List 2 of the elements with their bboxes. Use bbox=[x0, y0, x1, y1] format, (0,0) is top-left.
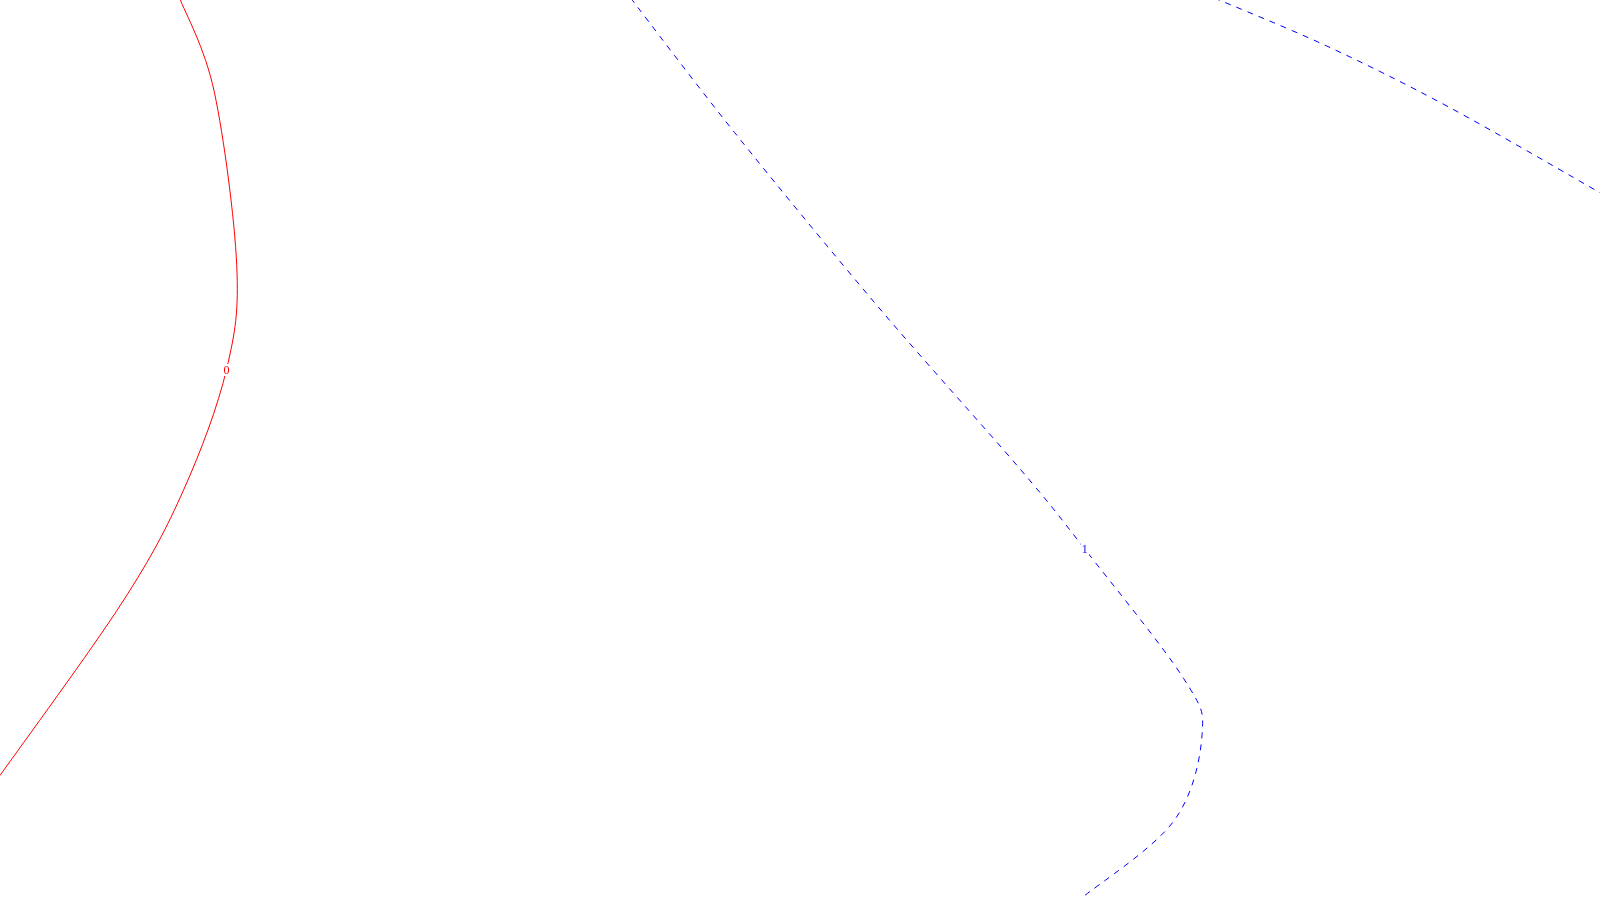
curve-label: 1 bbox=[1080, 542, 1089, 555]
curve-label: 0 bbox=[222, 364, 231, 377]
